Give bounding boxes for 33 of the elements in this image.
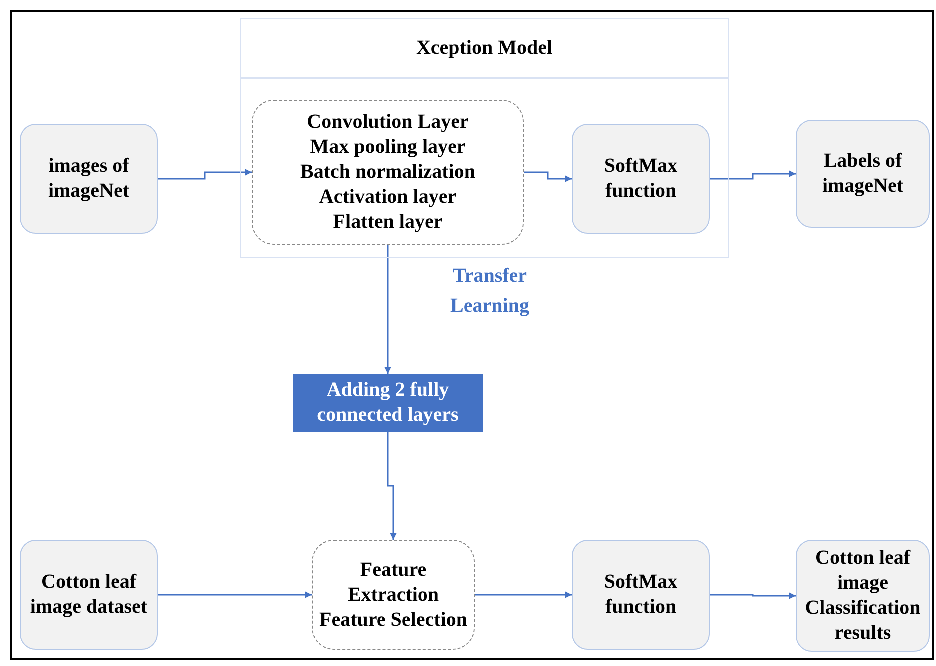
arrow [710, 170, 796, 180]
box-text: Activation layer [319, 185, 457, 210]
box-text: SoftMax function [603, 154, 679, 204]
box-text: Labels of imageNet [821, 149, 905, 199]
box-text: Batch normalization [300, 160, 476, 185]
box-text: Feature Extraction [346, 558, 440, 608]
box-text: Convolution Layer [307, 110, 469, 135]
arrow [710, 592, 796, 600]
box-text: images of imageNet [47, 154, 131, 204]
box-text: Flatten layer [333, 210, 443, 235]
box-text: Max pooling layer [310, 135, 466, 160]
box-text: Feature Selection [320, 608, 468, 632]
model-panel [240, 18, 729, 258]
arrow [158, 169, 252, 180]
box-text: SoftMax function [603, 570, 679, 620]
box-text: Cotton leaf image dataset [29, 570, 149, 620]
process-box [796, 540, 930, 652]
arrow [384, 245, 392, 374]
dashed-process-box [252, 100, 524, 245]
process-box [572, 124, 710, 234]
arrow [387, 432, 397, 540]
highlight-box [293, 374, 483, 432]
arrow [475, 592, 572, 598]
dashed-process-box [312, 540, 475, 650]
arrow [524, 172, 572, 182]
box-text: Cotton leaf image Classification results [804, 546, 922, 646]
process-box [20, 124, 158, 234]
box-text: Adding 2 fully connected layers [316, 378, 460, 428]
process-box [572, 540, 710, 650]
process-box [20, 540, 158, 650]
process-box [796, 120, 930, 228]
arrow [158, 592, 312, 598]
panel-title: Xception Model [241, 19, 728, 79]
